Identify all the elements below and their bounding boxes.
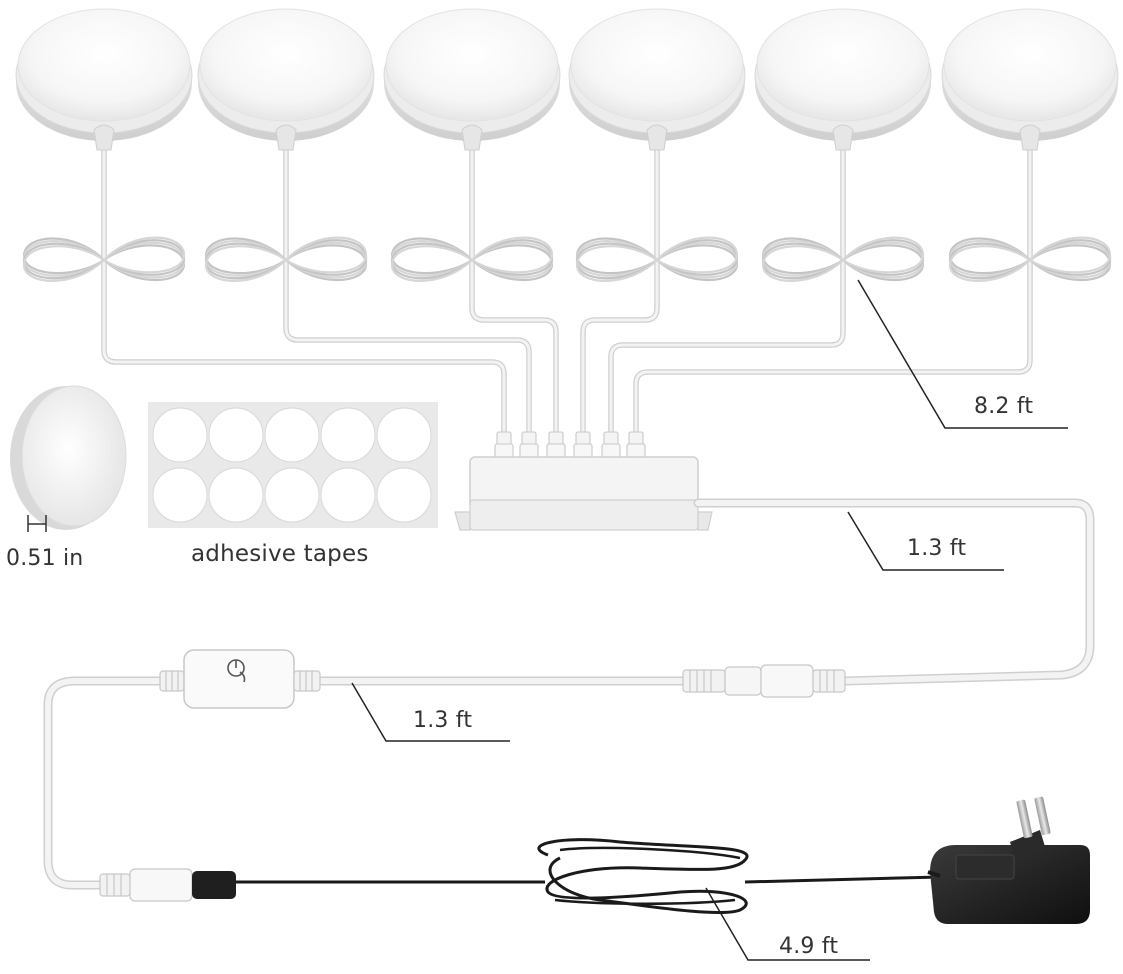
- power-touch-icon: [227, 659, 246, 683]
- switch-cable-length-label: 1.3 ft: [413, 708, 473, 733]
- touch-switch: [159, 649, 321, 709]
- cable-coil: [22, 236, 186, 282]
- light-cord: [469, 147, 559, 443]
- cable-coils: [22, 236, 1112, 282]
- inline-connector: [682, 664, 846, 698]
- light-cord: [608, 147, 846, 443]
- adhesive-pad: [152, 407, 208, 463]
- puck-light: [197, 8, 375, 151]
- thickness-label: 0.51 in: [6, 546, 84, 571]
- light-cord: [283, 147, 532, 443]
- adhesive-tape-sheet: [148, 402, 438, 528]
- cable-coil: [575, 236, 739, 282]
- adhesive-pad: [320, 467, 376, 523]
- adhesive-pad: [376, 407, 432, 463]
- light-cord-length-label: 8.2 ft: [974, 394, 1034, 419]
- puck-light: [941, 8, 1119, 151]
- puck-light: [568, 8, 746, 151]
- dc-plug: [99, 868, 236, 902]
- puck-light: [15, 8, 193, 151]
- junction-hub: [454, 431, 713, 531]
- adhesive-pad: [320, 407, 376, 463]
- light-cord: [633, 147, 1033, 443]
- cable-coil: [390, 236, 554, 282]
- adhesive-pad: [208, 407, 264, 463]
- black-power-cord: [236, 838, 941, 915]
- cable-coil: [761, 236, 925, 282]
- light-cord: [101, 147, 507, 443]
- adhesive-pad: [264, 407, 320, 463]
- puck-lights: [15, 8, 1119, 151]
- puck-light: [383, 8, 561, 151]
- side-view-light: [10, 385, 127, 532]
- cable-coil: [948, 236, 1112, 282]
- wall-adapter: [927, 796, 1090, 924]
- white-main-cable: [43, 498, 1095, 890]
- adhesive-tapes-label: adhesive tapes: [191, 541, 369, 567]
- adhesive-pad: [152, 467, 208, 523]
- adhesive-pad: [376, 467, 432, 523]
- adhesive-pad: [264, 467, 320, 523]
- light-cords: [101, 147, 1033, 443]
- power-cord-length-label: 4.9 ft: [779, 934, 839, 959]
- adhesive-pad: [208, 467, 264, 523]
- cable-coil: [204, 236, 368, 282]
- leader-lines: [351, 279, 1068, 961]
- hub-cable-length-label: 1.3 ft: [907, 536, 967, 561]
- puck-light: [754, 8, 932, 151]
- light-cord: [580, 147, 660, 443]
